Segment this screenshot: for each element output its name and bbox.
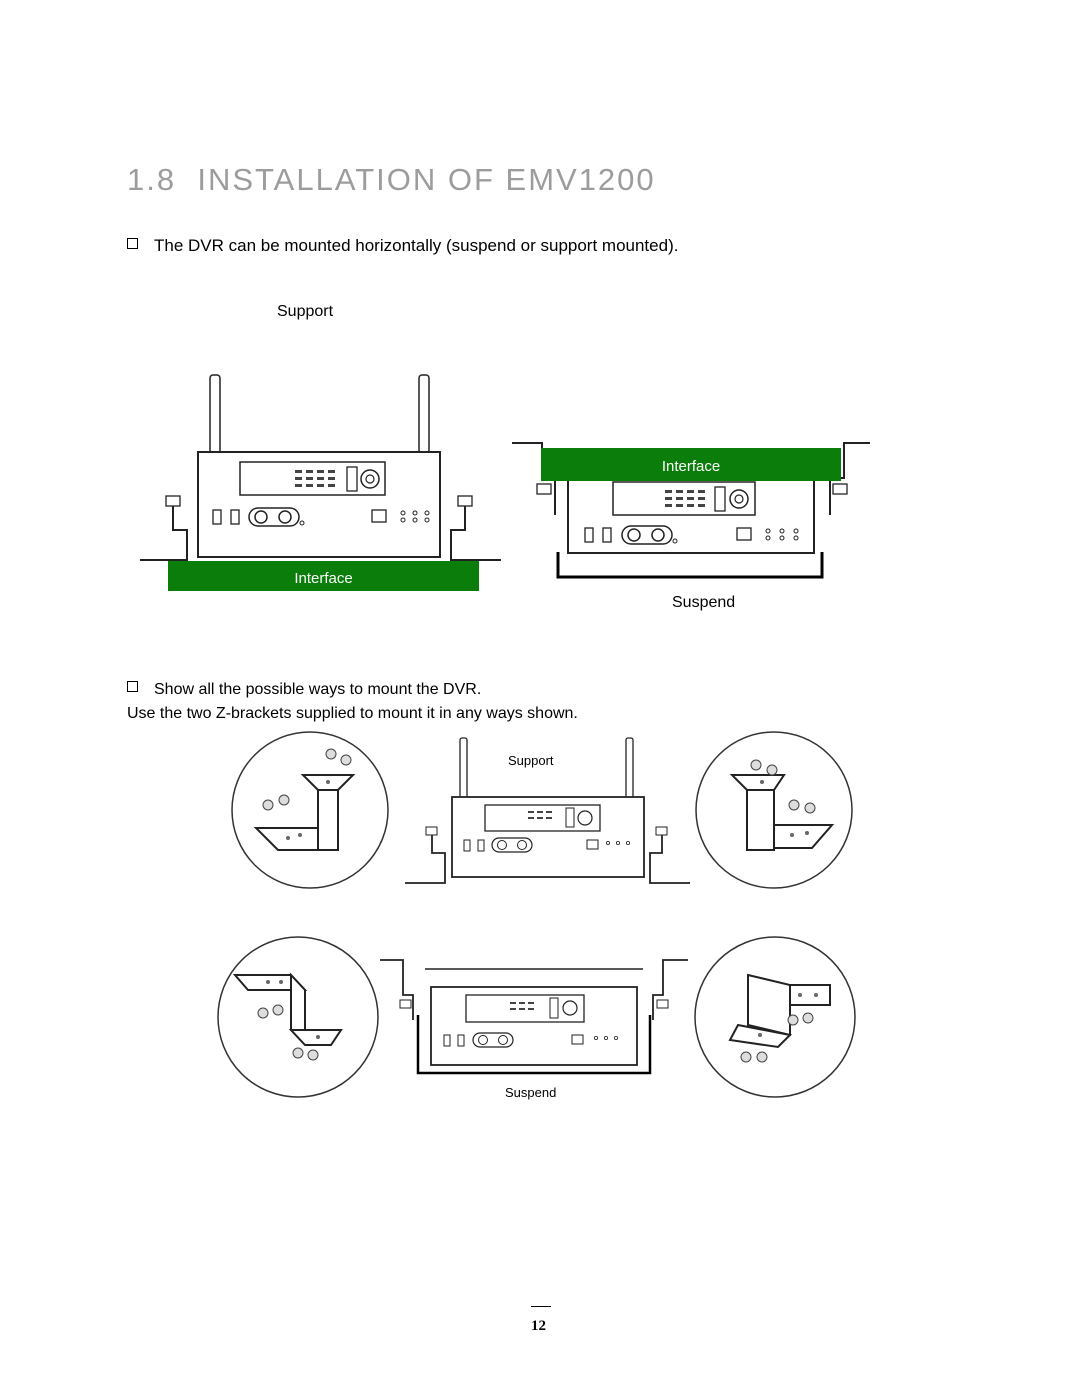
section2-bullet-text: Show all the possible ways to mount the … (154, 681, 482, 698)
support-label-top: Support (277, 303, 334, 320)
bullet-square-icon (127, 238, 138, 249)
section-number: 1.8 (127, 162, 177, 197)
suspend-mounted-dvr-small (380, 959, 688, 1075)
page-title: 1.8 INSTALLATION OF EMV1200 (127, 162, 656, 198)
page-number-rule (531, 1306, 551, 1307)
bracket-detail-bottom-left (217, 936, 379, 1098)
intro-text: The DVR can be mounted horizontally (sus… (154, 236, 679, 255)
suspend-label-top: Suspend (672, 594, 736, 611)
support-label-bottom: Support (508, 753, 554, 768)
support-mounted-dvr-small (405, 737, 690, 884)
page-number: 12 (531, 1318, 546, 1334)
bullet-square-icon (127, 681, 138, 692)
suspend-label-bottom: Suspend (505, 1085, 557, 1100)
section2-bullet: Show all the possible ways to mount the … (127, 681, 481, 699)
section-title: INSTALLATION OF EMV1200 (197, 162, 656, 197)
section2-description: Use the two Z-brackets supplied to mount… (127, 705, 578, 722)
bracket-detail-top-right (695, 731, 853, 889)
bracket-detail-top-left (231, 731, 389, 889)
bracket-detail-bottom-right (694, 936, 856, 1098)
interface-bar-top: Interface (541, 448, 841, 481)
suspend-mounted-dvr-diagram (512, 442, 870, 579)
interface-bar-bottom: Interface (168, 561, 479, 591)
support-mounted-dvr-diagram (140, 374, 501, 561)
intro-bullet: The DVR can be mounted horizontally (sus… (127, 236, 678, 256)
